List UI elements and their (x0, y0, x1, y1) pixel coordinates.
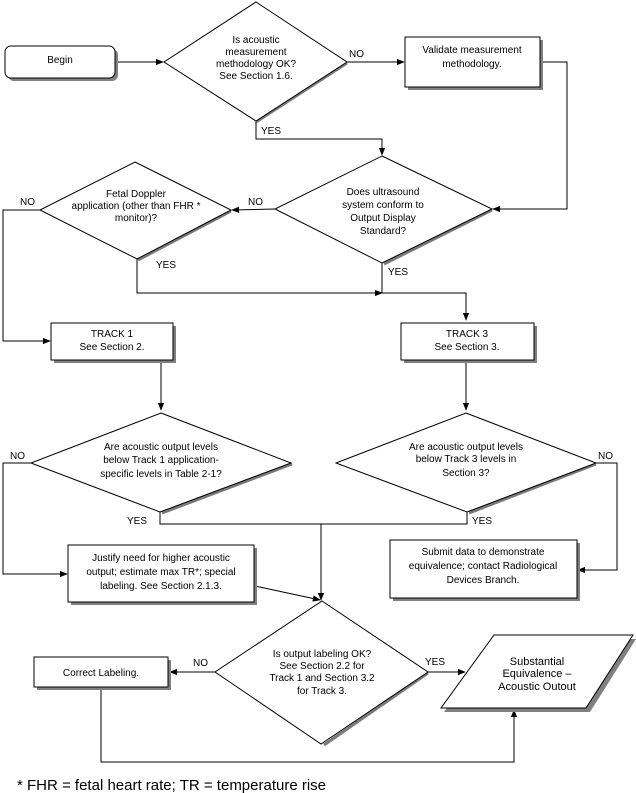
node-submit: Submit data to demonstrate equivalence; … (389, 539, 580, 601)
node-text: Acoustic Outout (498, 681, 576, 693)
node-track1: TRACK 1 See Section 2. (50, 322, 176, 363)
label-yes: YES (127, 516, 147, 527)
node-text: See Section 1.6. (219, 71, 292, 82)
label-no: NO (248, 197, 263, 208)
node-validate: Validate measurement methodology. (404, 36, 543, 90)
node-text: Validate measurement (422, 45, 522, 56)
edge-ods-fetal (231, 206, 276, 214)
label-yes: YES (425, 657, 445, 668)
node-text: labeling. See Section 2.1.3. (100, 581, 222, 592)
node-track1-levels-decision: Are acoustic output levels below Track 1… (29, 412, 293, 515)
edge-correct-equivalence (100, 687, 518, 763)
label-yes: YES (261, 126, 281, 137)
edge-validate-ods (492, 61, 568, 213)
connectors (2, 58, 618, 763)
label-no: NO (20, 197, 35, 208)
label-yes: YES (472, 516, 492, 527)
node-text: Section 3? (442, 468, 490, 479)
node-text: Fetal Doppler (106, 189, 167, 200)
node-text: monitor)? (115, 213, 158, 224)
label-yes: YES (388, 267, 408, 278)
node-labeling-decision: Is output labeling OK? See Section 2.2 f… (214, 600, 429, 747)
edge-justify-labeling (254, 585, 321, 602)
node-text: See Section 3. (434, 342, 499, 353)
node-text: measurement (225, 47, 286, 58)
node-justify: Justify need for higher acoustic output;… (67, 544, 257, 605)
node-methodology-decision: Is acoustic measurement methodology OK? … (163, 1, 348, 124)
edge-fetal-track1 (2, 209, 51, 345)
label-yes: YES (156, 260, 176, 271)
node-text: TRACK 1 (91, 329, 134, 340)
label-no: NO (349, 49, 364, 60)
node-text: TRACK 3 (446, 329, 489, 340)
node-fetal-decision: Fetal Doppler application (other than FH… (38, 161, 233, 262)
node-text: below Track 3 levels in (416, 454, 517, 465)
node-text: Is output labeling OK? (273, 649, 372, 660)
node-text: Standard? (360, 226, 407, 237)
label-no: NO (193, 658, 208, 669)
node-text: equivalence; contact Radiological (409, 561, 557, 572)
node-text: for Track 3. (297, 686, 347, 697)
footnote: * FHR = fetal heart rate; TR = temperatu… (17, 777, 326, 793)
node-text: Output Display (350, 213, 416, 224)
node-track3-levels-decision: Are acoustic output levels below Track 3… (334, 412, 598, 515)
edge-qtrack3-submit (577, 462, 618, 574)
edge-methodology-ods (255, 121, 386, 156)
node-text: Equivalence – (502, 668, 572, 680)
node-text: Substantial (510, 656, 564, 668)
edge-yes-bus (159, 512, 468, 525)
node-text: Is acoustic (232, 35, 279, 46)
node-text: methodology. (442, 59, 501, 70)
node-text: below Track 1 application- (103, 455, 219, 466)
node-text: Correct Labeling. (63, 668, 139, 679)
node-text: See Section 2. (79, 342, 144, 353)
label-no: NO (10, 451, 25, 462)
node-text: specific levels in Table 2-1? (100, 469, 222, 480)
node-correct-labeling: Correct Labeling. (33, 656, 171, 690)
edge-fetal-track3 (136, 259, 383, 297)
node-begin: Begin (4, 45, 118, 81)
node-text: Are acoustic output levels (409, 442, 523, 453)
node-text: Begin (47, 55, 73, 66)
node-text: Track 1 and Section 3.2 (269, 673, 375, 684)
node-text: output; estimate max TR*; special (86, 567, 235, 578)
node-track3: TRACK 3 See Section 3. (400, 322, 537, 363)
node-substantial-equivalence: Substantial Equivalence – Acoustic Outou… (440, 634, 636, 712)
node-text: system conform to (342, 200, 424, 211)
node-text: Does ultrasound (347, 187, 420, 198)
node-ods-decision: Does ultrasound system conform to Output… (273, 155, 494, 266)
node-text: Devices Branch. (447, 575, 520, 586)
node-text: Are acoustic output levels (104, 442, 218, 453)
edge-qtrack1-justify (2, 462, 68, 578)
node-text: methodology OK? (216, 59, 296, 70)
edge-labels: NO YES NO NO YES YES NO YES YES NO NO YE… (10, 49, 613, 669)
node-text: Justify need for higher acoustic (92, 553, 230, 564)
node-text: See Section 2.2 for (279, 661, 365, 672)
node-text: application (other than FHR * (72, 201, 201, 212)
node-text: Submit data to demonstrate (422, 547, 545, 558)
edge-ods-track3 (381, 263, 470, 321)
label-no: NO (598, 451, 613, 462)
